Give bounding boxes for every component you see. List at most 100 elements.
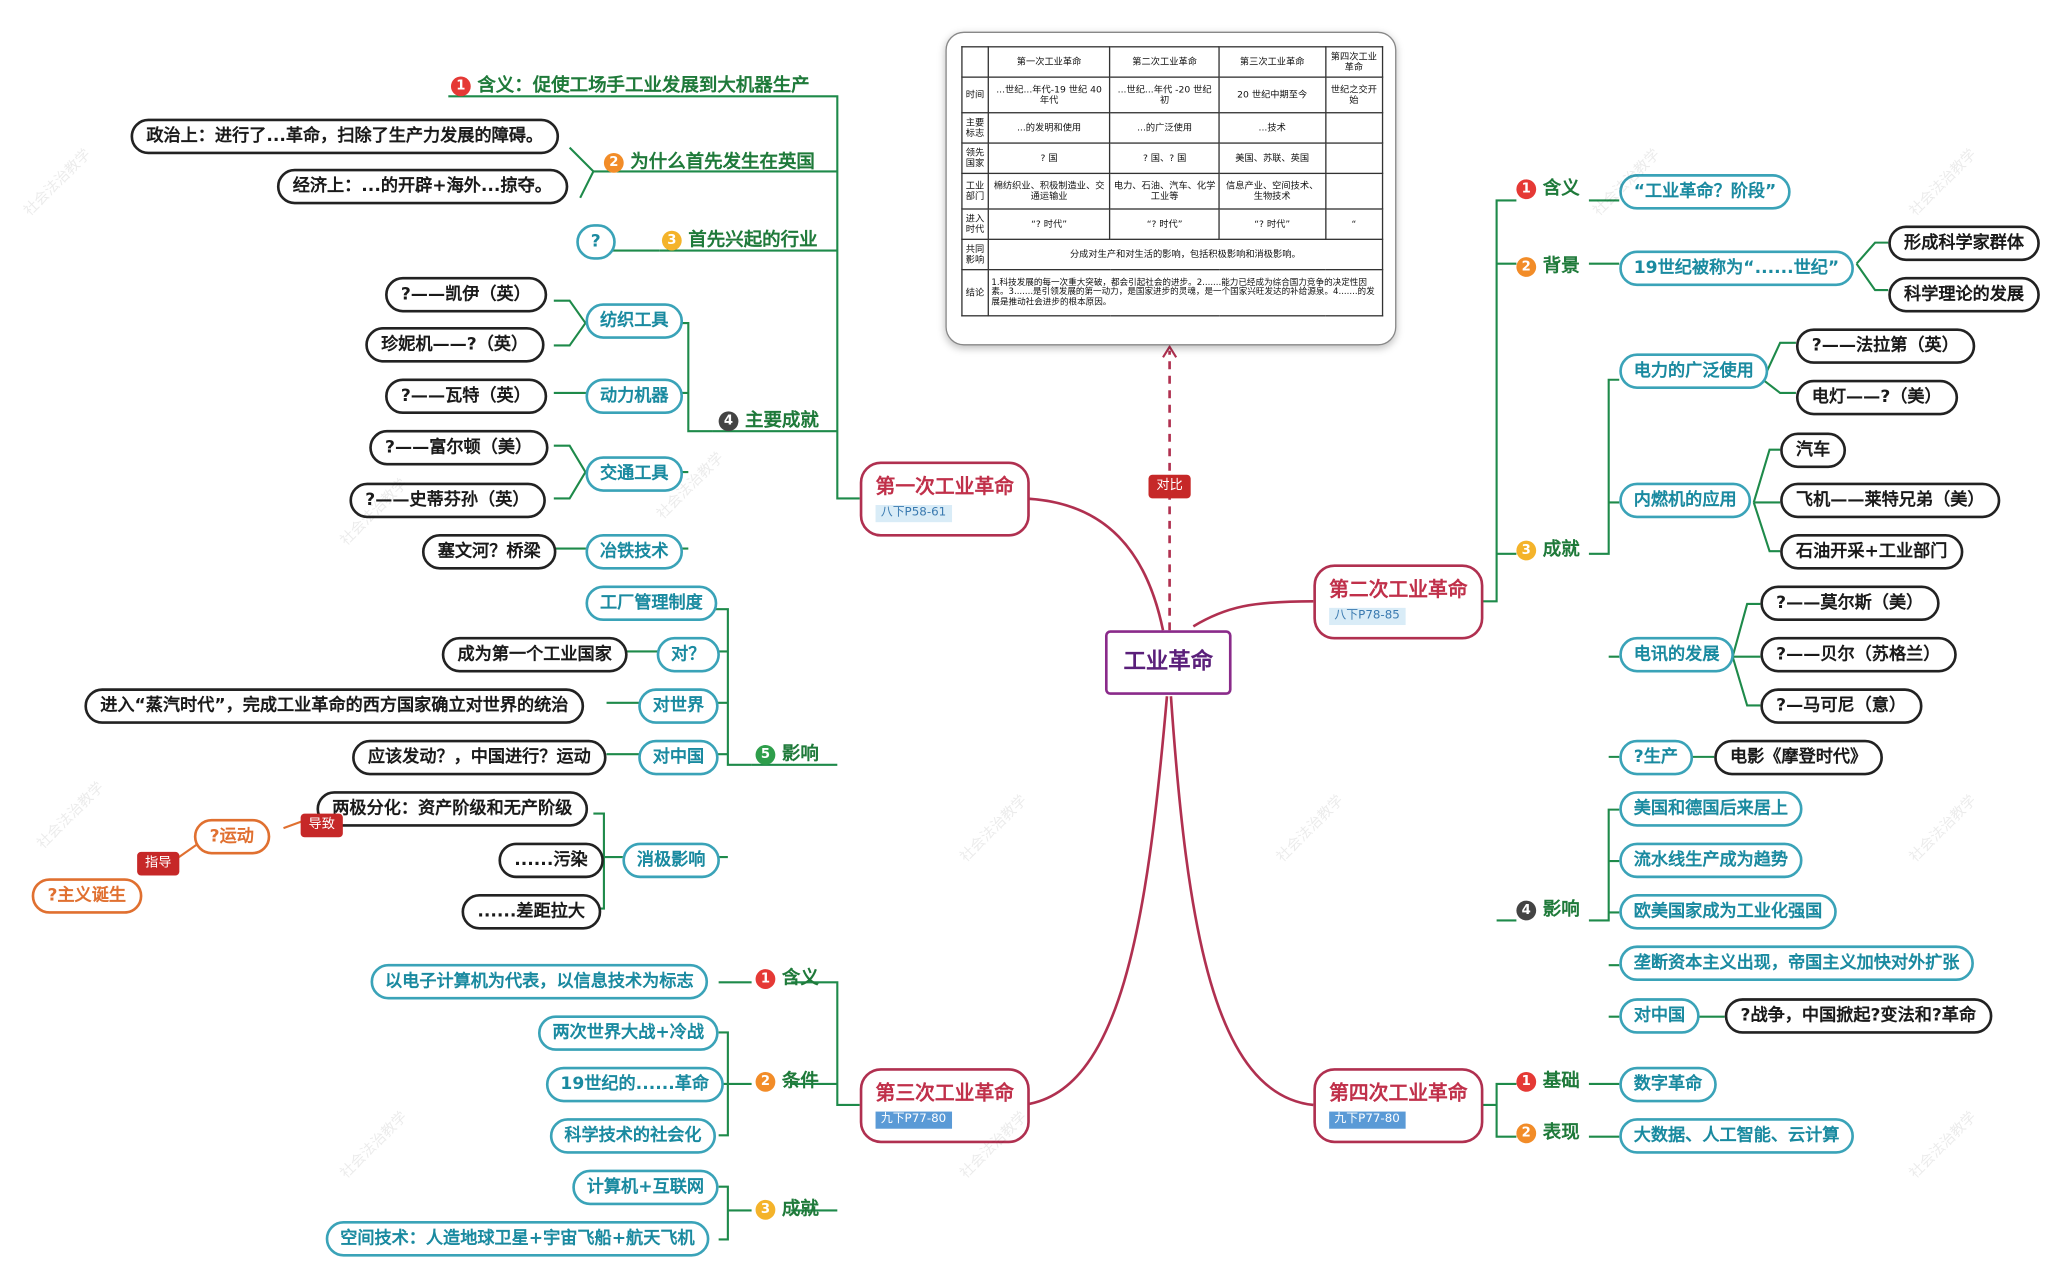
group-power-machines[interactable]: 动力机器 (585, 378, 684, 415)
wire-center-second (1192, 599, 1314, 628)
fourth-digital-revolution[interactable]: 数字革命 (1619, 1066, 1717, 1103)
first-revolution-topic[interactable]: 第一次工业革命 八下P58-61 (859, 461, 1030, 537)
table-cell: ...的广泛使用 (1109, 112, 1220, 144)
leaf-morse[interactable]: ?——莫尔斯（美） (1760, 585, 1940, 622)
leaf-faraday[interactable]: ?——法拉第（英） (1795, 328, 1975, 364)
badge-four-icon: 4 (718, 411, 739, 432)
table-cell: 世纪之交开始 (1324, 76, 1384, 114)
group-to-world[interactable]: 对世界 (638, 688, 719, 724)
table-row: 主要标志 ...的发明和使用 ...的广泛使用 ...技术 (961, 112, 1384, 144)
group-telecom[interactable]: 电讯的发展 (1619, 636, 1734, 673)
second-revolution-topic[interactable]: 第二次工业革命 八下P78-85 (1313, 564, 1484, 640)
fourth-bigdata-ai-cloud[interactable]: 大数据、人工智能、云计算 (1619, 1118, 1854, 1154)
topic-title: 第一次工业革命 (875, 474, 1015, 499)
group-combustion-engine[interactable]: 内燃机的应用 (1619, 482, 1752, 519)
leaf-bell[interactable]: ?——贝尔（苏格兰） (1760, 636, 1957, 673)
group-iron-technology[interactable]: 冶铁技术 (585, 534, 684, 570)
first-industry-question[interactable]: ? (576, 224, 616, 260)
group-production[interactable]: ?生产 (1619, 739, 1693, 776)
leaf-gap-widening[interactable]: ......差距拉大 (461, 894, 601, 930)
influence-imperialism[interactable]: 垄断资本主义出现，帝国主义加快对外扩张 (1619, 945, 1974, 982)
table-cell: 棉纺织业、积极制造业、交通运输业 (987, 172, 1111, 210)
influence-us-germany[interactable]: 美国和德国后来居上 (1619, 791, 1803, 827)
group-negative-impact[interactable]: 消极影响 (622, 842, 720, 879)
leaf-watt[interactable]: ?——瓦特（英） (385, 378, 547, 415)
leaf-kay[interactable]: ?——凯伊（英） (385, 276, 547, 313)
chain-ism-birth[interactable]: ?主义诞生 (31, 878, 142, 914)
badge-one-icon: 1 (755, 969, 776, 989)
leaf-modern-times-film[interactable]: 电影《摩登时代》 (1714, 739, 1883, 776)
badge-three-icon: 3 (755, 1199, 776, 1220)
leaf-steam-era[interactable]: 进入“蒸汽时代”，完成工业革命的西方国家确立对世界的统治 (84, 688, 585, 724)
leaf-china-war-reform[interactable]: ?战争，中国掀起?变法和?革命 (1724, 998, 1992, 1034)
first-why-political[interactable]: 政治上：进行了...革命，扫除了生产力发展的障碍。 (130, 118, 559, 155)
page-ref: 八下P58-61 (875, 505, 952, 523)
page-ref: 九下P77-80 (1329, 1111, 1406, 1129)
leaf-severn-bridge[interactable]: 塞文河？桥梁 (421, 534, 557, 570)
leaf-marconi[interactable]: ?—马可尼（意） (1760, 688, 1922, 724)
chain-movement[interactable]: ?运动 (193, 818, 270, 855)
wire-center-third (1021, 696, 1169, 1107)
condition-socialization[interactable]: 科学技术的社会化 (549, 1118, 717, 1154)
group-transport-tools[interactable]: 交通工具 (585, 456, 684, 492)
leaf-oil-industry[interactable]: 石油开采+工业部门 (1780, 534, 1964, 570)
table-cell: 进入时代 (961, 208, 989, 240)
third-revolution-topic[interactable]: 第三次工业革命 九下P77-80 (859, 1068, 1030, 1144)
influence-assembly-line[interactable]: 流水线生产成为趋势 (1619, 842, 1803, 879)
leaf-fulton[interactable]: ?——富尔顿（美） (369, 429, 548, 466)
leaf-science-theory[interactable]: 科学理论的发展 (1888, 276, 2040, 313)
group-textile-tools[interactable]: 纺织工具 (585, 303, 684, 339)
leaf-china-movement[interactable]: 应该发动？，中国进行？运动 (352, 739, 607, 776)
fourth-revolution-topic[interactable]: 第四次工业革命 九下P77-80 (1313, 1068, 1484, 1144)
leaf-polarization[interactable]: 两极分化：资产阶级和无产阶级 (316, 791, 589, 827)
leaf-jenny[interactable]: 珍妮机——?（英） (365, 327, 544, 363)
group-electricity[interactable]: 电力的广泛使用 (1619, 353, 1769, 389)
table-cell (1324, 172, 1384, 210)
third-meaning-value[interactable]: 以电子计算机为代表，以信息技术为标志 (370, 963, 709, 1000)
influence-to-china[interactable]: 对中国 (1619, 998, 1700, 1034)
badge-five-icon: 5 (755, 745, 776, 765)
leaf-pollution[interactable]: ......污染 (498, 842, 604, 879)
leaf-wright-brothers[interactable]: 飞机——莱特兄弟（美） (1780, 482, 2001, 519)
group-factory-system[interactable]: 工厂管理制度 (585, 585, 718, 622)
table-cell: 信息产业、空间技术、生物技术 (1218, 172, 1326, 210)
condition-wars[interactable]: 两次世界大战+冷战 (537, 1015, 719, 1051)
condition-revolution[interactable]: 19世纪的......革命 (545, 1066, 724, 1103)
group-to-china[interactable]: 对中国 (638, 739, 719, 776)
achievement-space-tech[interactable]: 空间技术：人造地球卫星+宇宙飞船+航天飞机 (325, 1221, 710, 1257)
leaf-first-industrial-nation[interactable]: 成为第一个工业国家 (441, 636, 628, 673)
leaf-stephenson[interactable]: ?——史蒂芬孙（英） (349, 482, 546, 519)
leaf-electric-lamp[interactable]: 电灯——?（美） (1795, 379, 1958, 416)
table-row: 结论 1.科技发展的每一次重大突破，都会引起社会的进步。2.......能力已经… (961, 268, 1384, 317)
table-cell: ...世纪...年代 -20 世纪初 (1109, 76, 1220, 114)
influence-industrial-powers[interactable]: 欧美国家成为工业化强国 (1619, 894, 1837, 930)
badge-two-icon: 2 (755, 1072, 776, 1092)
badge-three-icon: 3 (661, 230, 682, 251)
leaf-scientist-group[interactable]: 形成科学家群体 (1888, 225, 2040, 262)
achievement-computer-internet[interactable]: 计算机+互联网 (572, 1169, 719, 1206)
page-ref: 八下P78-85 (1329, 607, 1406, 626)
second-meaning-value[interactable]: “工业革命？阶段” (1619, 174, 1791, 210)
table-cell: 时间 (961, 76, 989, 114)
badge-two-icon: 2 (1516, 1123, 1537, 1144)
leaf-car[interactable]: 汽车 (1780, 432, 1847, 469)
group-to-question[interactable]: 对？ (656, 636, 720, 673)
first-why-economic[interactable]: 经济上：...的开辟+海外...掠夺。 (276, 168, 568, 205)
page-ref: 九下P77-80 (875, 1111, 952, 1129)
second-background-value[interactable]: 19世纪被称为“......世纪” (1619, 250, 1854, 287)
center-topic[interactable]: 工业革命 (1104, 630, 1232, 695)
